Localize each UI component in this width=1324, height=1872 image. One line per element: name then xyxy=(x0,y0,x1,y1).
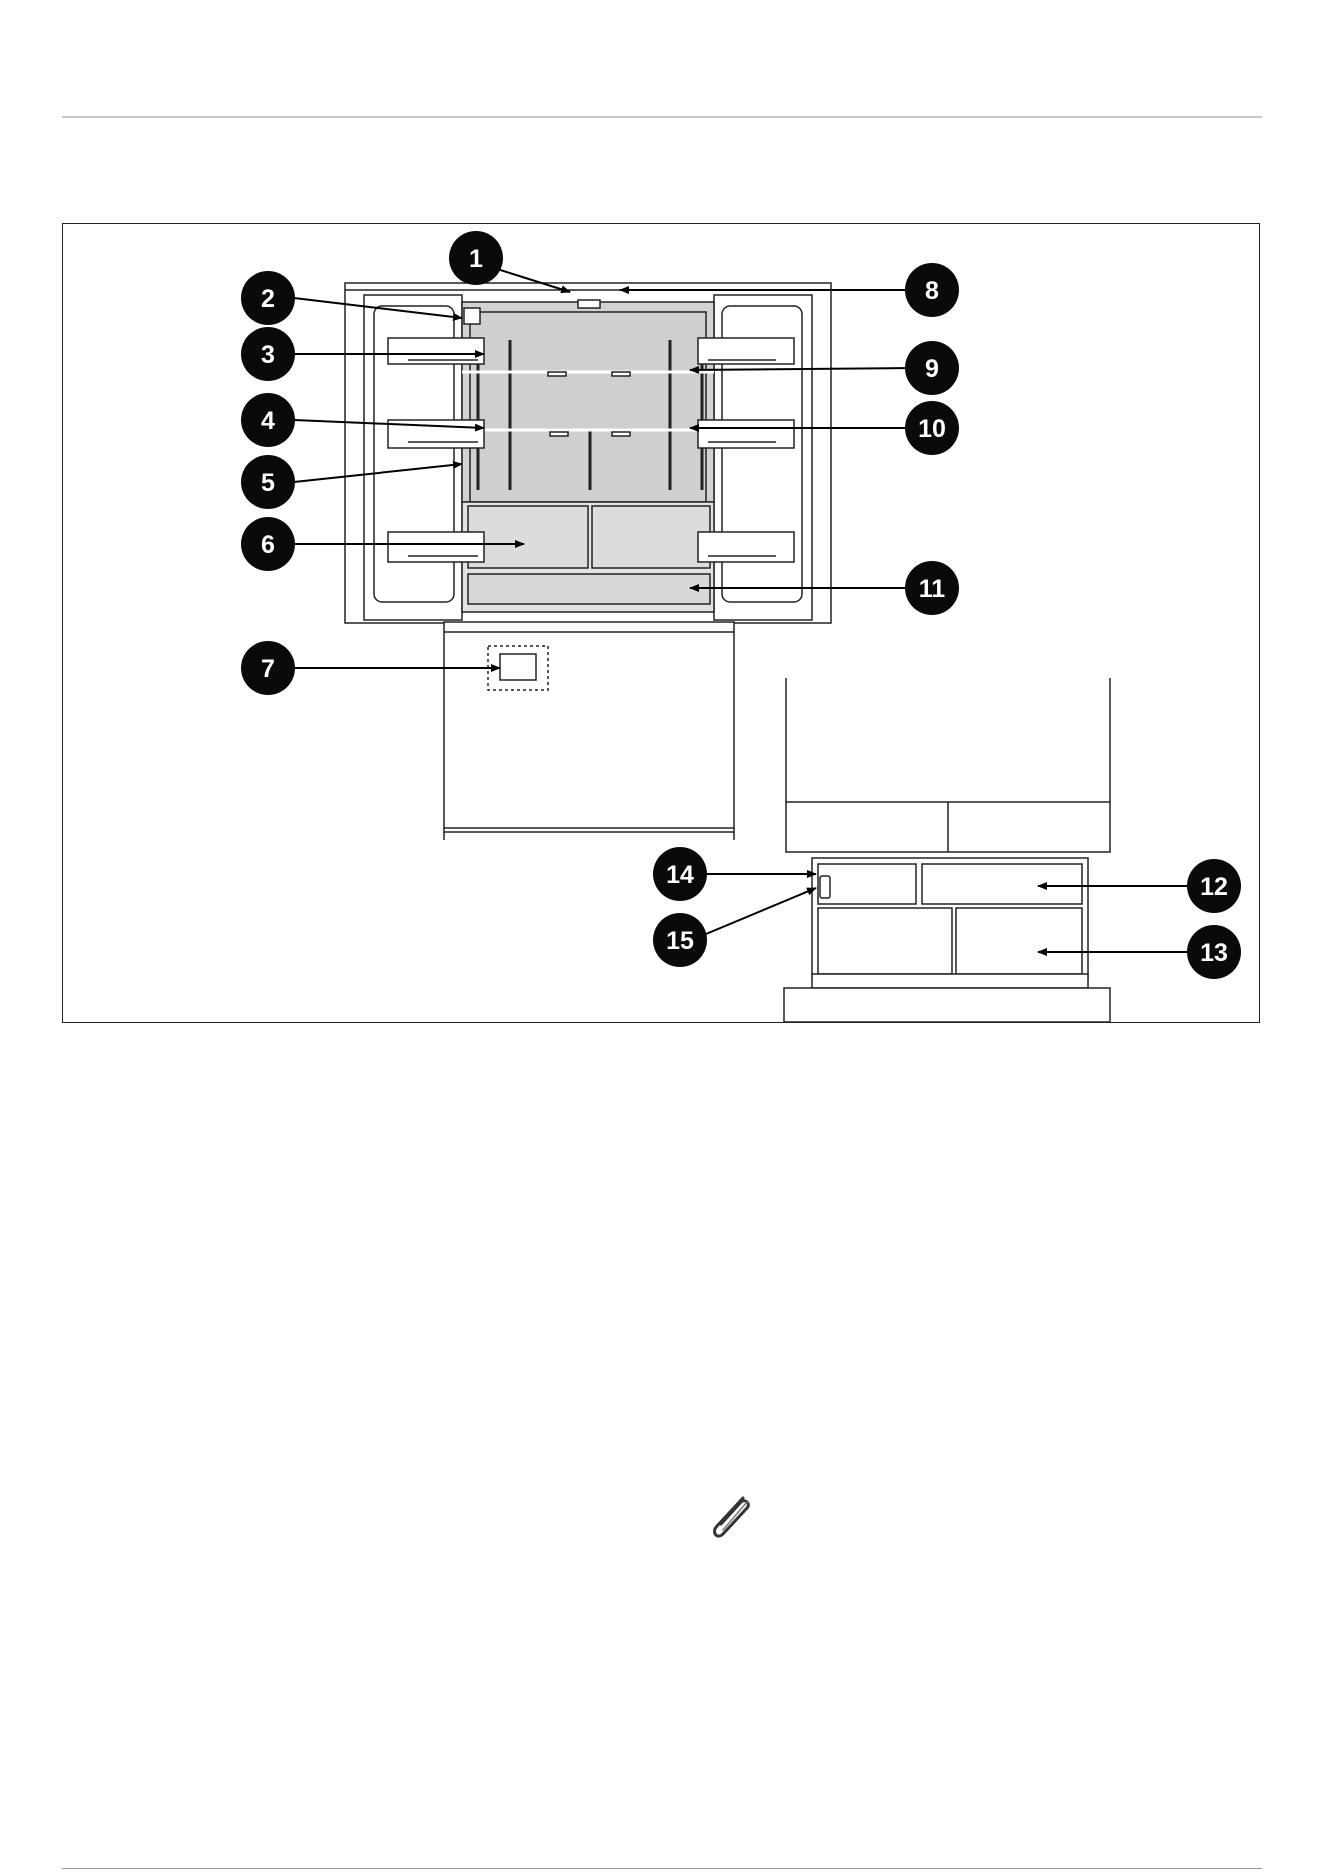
bottom-divider xyxy=(62,1868,1262,1869)
callout-12: 12 xyxy=(1187,859,1241,913)
svg-text:2: 2 xyxy=(261,285,275,313)
callout-1: 1 xyxy=(449,231,503,285)
svg-text:10: 10 xyxy=(918,415,946,443)
callout-9: 9 xyxy=(905,341,959,395)
fridge-open-view xyxy=(345,283,831,623)
paperclip-icon xyxy=(703,1490,759,1546)
svg-text:5: 5 xyxy=(261,469,275,497)
callout-15: 15 xyxy=(653,913,707,967)
freezer-drawer xyxy=(444,622,734,840)
svg-text:15: 15 xyxy=(666,927,694,955)
svg-text:14: 14 xyxy=(666,861,694,889)
svg-text:3: 3 xyxy=(261,341,275,369)
callout-10: 10 xyxy=(905,401,959,455)
callout-11: 11 xyxy=(905,561,959,615)
svg-text:8: 8 xyxy=(925,277,939,305)
callout-8: 8 xyxy=(905,263,959,317)
callout-14: 14 xyxy=(653,847,707,901)
svg-text:6: 6 xyxy=(261,531,275,559)
callout-13: 13 xyxy=(1187,925,1241,979)
svg-text:1: 1 xyxy=(469,245,483,273)
callout-4: 4 xyxy=(241,393,295,447)
callout-3: 3 xyxy=(241,327,295,381)
callout-6: 6 xyxy=(241,517,295,571)
svg-text:11: 11 xyxy=(919,575,946,603)
drawer-detail-view xyxy=(784,678,1110,1022)
svg-text:12: 12 xyxy=(1200,873,1228,901)
svg-text:7: 7 xyxy=(261,655,275,683)
svg-text:13: 13 xyxy=(1200,939,1228,967)
callout-5: 5 xyxy=(241,455,295,509)
refrigerator-diagram: 1 2 3 4 5 6 7 8 9 10 11 12 xyxy=(0,0,1324,1100)
svg-text:4: 4 xyxy=(261,407,275,435)
callout-2: 2 xyxy=(241,271,295,325)
svg-text:9: 9 xyxy=(925,355,939,383)
callout-7: 7 xyxy=(241,641,295,695)
